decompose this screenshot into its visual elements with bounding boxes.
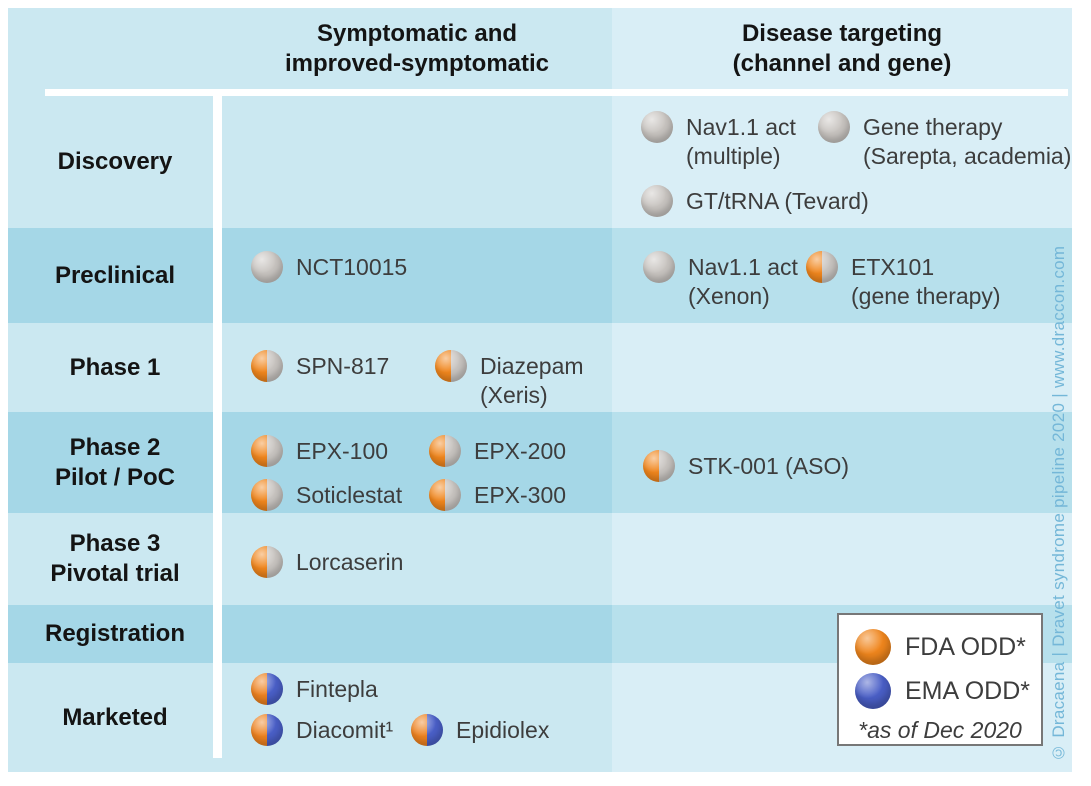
entry-sub: (multiple): [686, 143, 781, 169]
entry-soticlestat: Soticlestat: [251, 479, 403, 511]
fda-odd-marker-icon: [429, 479, 461, 511]
row-preclinical: Preclinical NCT10015 Nav1.1 act (Xenon): [8, 228, 1072, 323]
entry-fintepla: Fintepla: [251, 673, 378, 705]
entry-name: Gene therapy: [863, 114, 1003, 140]
entry-epidiolex: Epidiolex: [411, 714, 550, 746]
column-header-symptomatic: Symptomatic and improved-symptomatic: [222, 8, 612, 89]
phase3-symptomatic-zone: Lorcaserin: [222, 513, 612, 605]
phase3-disease-zone: [612, 513, 1072, 605]
row-phase2: Phase 2 Pilot / PoC EPX-100 Soticlestat …: [8, 412, 1072, 513]
entry-name: Diazepam: [480, 353, 584, 379]
no-odd-marker-icon: [643, 251, 675, 283]
stage-label-phase1: Phase 1: [8, 323, 222, 412]
column-header-disease-targeting-label: Disease targeting (channel and gene): [732, 19, 952, 77]
stage-label-discovery: Discovery: [8, 96, 222, 228]
phase2-disease-zone: STK-001 (ASO): [612, 412, 1072, 513]
entry-name: GT/tRNA (Tevard): [686, 188, 869, 214]
phase2-symptomatic-zone: EPX-100 Soticlestat EPX-200 EPX-300: [222, 412, 612, 513]
entry-name: EPX-100: [296, 438, 389, 464]
fda-odd-marker-icon: [435, 350, 467, 382]
copyright-watermark: © Dracaena | Dravet syndrome pipeline 20…: [1049, 245, 1068, 762]
row-phase1: Phase 1 SPN-817 Diazepam (Xeris): [8, 323, 1072, 412]
no-odd-marker-icon: [641, 185, 673, 217]
entry-epx300: EPX-300: [429, 479, 567, 511]
fda-ema-odd-marker-icon: [411, 714, 443, 746]
fda-odd-marker-icon: [643, 450, 675, 482]
fda-odd-marker-icon: [251, 435, 283, 467]
no-odd-marker-icon: [818, 111, 850, 143]
discovery-disease-zone: Nav1.1 act (multiple) Gene therapy (Sare…: [612, 96, 1072, 228]
entry-name: NCT10015: [296, 254, 408, 280]
entry-epx100: EPX-100: [251, 435, 389, 467]
fda-ema-odd-marker-icon: [251, 714, 283, 746]
entry-diazepam: Diazepam (Xeris): [435, 350, 584, 410]
fda-odd-marker-icon: [429, 435, 461, 467]
fda-ema-odd-marker-icon: [251, 673, 283, 705]
preclinical-disease-zone: Nav1.1 act (Xenon) ETX101 (gene therapy): [612, 228, 1072, 323]
column-header-disease-targeting: Disease targeting (channel and gene): [612, 8, 1072, 89]
phase1-disease-zone: [612, 323, 1072, 412]
entry-nav11-xenon: Nav1.1 act (Xenon): [643, 251, 798, 311]
ema-odd-legend-icon: [855, 673, 891, 709]
fda-odd-legend-label: FDA ODD*: [905, 632, 1026, 661]
legend-box: FDA ODD* EMA ODD* *as of Dec 2020: [837, 613, 1043, 746]
entry-sub: (Sarepta, academia): [863, 143, 1072, 169]
stage-label-registration: Registration: [8, 605, 222, 663]
fda-odd-marker-icon: [251, 479, 283, 511]
entry-name: Lorcaserin: [296, 549, 404, 575]
fda-odd-marker-icon: [806, 251, 838, 283]
entry-name: EPX-200: [474, 438, 567, 464]
stage-label-marketed: Marketed: [8, 663, 222, 772]
entry-name: Fintepla: [296, 676, 378, 702]
entry-name: Epidiolex: [456, 717, 550, 743]
header-row: Symptomatic and improved-symptomatic Dis…: [8, 8, 1072, 89]
fda-odd-marker-icon: [251, 350, 283, 382]
entry-name: Soticlestat: [296, 482, 403, 508]
entry-stk001: STK-001 (ASO): [643, 450, 850, 482]
entry-epx200: EPX-200: [429, 435, 567, 467]
legend-row-fda: FDA ODD*: [855, 629, 1041, 665]
entry-name: Nav1.1 act: [688, 254, 798, 280]
legend-row-ema: EMA ODD*: [855, 673, 1041, 709]
registration-symptomatic-zone: [222, 605, 612, 663]
header-underline: [45, 89, 1068, 96]
entry-name: ETX101: [851, 254, 935, 280]
entry-nct10015: NCT10015: [251, 251, 408, 283]
entry-name: EPX-300: [474, 482, 567, 508]
entry-sub: (gene therapy): [851, 283, 1001, 309]
column-header-symptomatic-label: Symptomatic and improved-symptomatic: [284, 19, 550, 77]
entry-nav11-multiple: Nav1.1 act (multiple): [641, 111, 796, 171]
entry-lorcaserin: Lorcaserin: [251, 546, 404, 578]
stage-label-phase2: Phase 2 Pilot / PoC: [8, 412, 222, 513]
discovery-symptomatic-zone: [222, 96, 612, 228]
row-phase3: Phase 3 Pivotal trial Lorcaserin: [8, 513, 1072, 605]
stage-label-preclinical: Preclinical: [8, 228, 222, 323]
entry-gt-trna: GT/tRNA (Tevard): [641, 185, 869, 217]
entry-name: Diacomit¹: [296, 717, 394, 743]
no-odd-marker-icon: [641, 111, 673, 143]
fda-odd-marker-icon: [251, 546, 283, 578]
stage-label-phase3: Phase 3 Pivotal trial: [8, 513, 222, 605]
entry-diacomit: Diacomit¹: [251, 714, 394, 746]
entry-name: SPN-817: [296, 353, 390, 379]
ema-odd-legend-label: EMA ODD*: [905, 676, 1031, 705]
entry-etx101: ETX101 (gene therapy): [806, 251, 1001, 311]
legend-note: *as of Dec 2020: [858, 717, 1022, 743]
phase1-symptomatic-zone: SPN-817 Diazepam (Xeris): [222, 323, 612, 412]
preclinical-symptomatic-zone: NCT10015: [222, 228, 612, 323]
entry-sub: (Xeris): [480, 382, 548, 408]
marketed-symptomatic-zone: Fintepla Diacomit¹ Epidiolex: [222, 663, 612, 772]
entry-sub: (Xenon): [688, 283, 770, 309]
stage-column-divider: [213, 92, 222, 758]
row-discovery: Discovery Nav1.1 act (multiple) Gene the…: [8, 96, 1072, 228]
header-spacer: [8, 8, 222, 89]
entry-spn817: SPN-817: [251, 350, 390, 382]
no-odd-marker-icon: [251, 251, 283, 283]
pipeline-table: Symptomatic and improved-symptomatic Dis…: [8, 8, 1072, 772]
fda-odd-legend-icon: [855, 629, 891, 665]
entry-gene-therapy: Gene therapy (Sarepta, academia): [818, 111, 1072, 171]
entry-name: STK-001 (ASO): [688, 453, 850, 479]
entry-name: Nav1.1 act: [686, 114, 796, 140]
